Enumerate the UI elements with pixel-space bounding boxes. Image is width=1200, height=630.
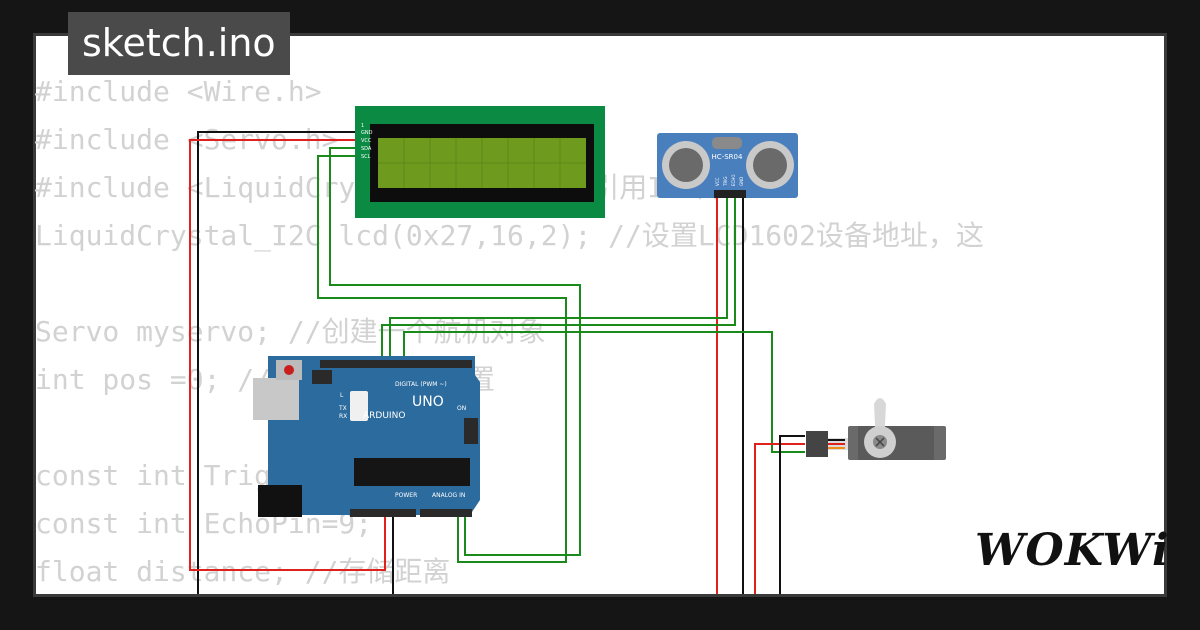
lcd-pin-label: VCC [361, 138, 372, 144]
wires [189, 131, 805, 594]
wire-lcd-vcc [189, 139, 386, 571]
arduino-brand: ARDUINO [363, 411, 405, 421]
code-line: LiquidCrystal_I2C lcd(0x27,16,2); //设置LC… [35, 219, 984, 252]
arduino-analog-label: ANALOG IN [432, 492, 465, 499]
arduino-rx-label: RX [339, 413, 347, 420]
arduino-on-label: ON [457, 405, 466, 412]
sensor-label: HC-SR04 [712, 153, 743, 161]
arduino-digital-label: DIGITAL (PWM ~) [395, 381, 447, 388]
wokwi-logo: WOKWi [975, 525, 1170, 576]
arduino-power-label: POWER [395, 492, 417, 499]
wire-lcd-scl [317, 155, 567, 563]
code-line: float distance; //存储距离 [35, 555, 451, 588]
file-tab[interactable]: sketch.ino [68, 12, 290, 75]
sensor-pin-label: GND [739, 177, 744, 186]
lcd-display[interactable]: 1 GND VCC SDA SCL [355, 106, 605, 218]
arduino-model: UNO [412, 394, 444, 410]
code-line: #include <Wire.h> [35, 75, 322, 108]
wire-servo-gnd [779, 435, 805, 594]
lcd-pin-label: 1 [361, 123, 364, 129]
wire-lcd-sda [329, 147, 581, 556]
wire-sensor-echo [381, 198, 736, 362]
sensor-pin-label: TRIG [723, 176, 728, 187]
sensor-pin-label: ECHO [731, 175, 736, 186]
servo-motor[interactable] [806, 398, 946, 460]
lcd-pin-label: SDA [361, 146, 372, 152]
arduino-tx-label: TX [338, 405, 347, 412]
sensor-pin-label: VCC [715, 177, 720, 186]
wire-servo-vcc [754, 443, 805, 594]
arduino-l-label: L [340, 392, 344, 399]
arduino-uno[interactable]: DIGITAL (PWM ~) UNO ARDUINO L TX RX ON P… [253, 356, 480, 517]
lcd-pin-labels: 1 GND VCC SDA SCL [361, 123, 373, 160]
lcd-pin-label: SCL [361, 154, 371, 160]
lcd-pin-label: GND [361, 130, 373, 136]
ultrasonic-sensor[interactable]: HC-SR04 VCC TRIG ECHO GND [657, 133, 798, 198]
wire-lcd-gnd [197, 131, 358, 594]
wire-sensor-trig [389, 198, 728, 362]
wire-servo-signal [403, 331, 805, 453]
